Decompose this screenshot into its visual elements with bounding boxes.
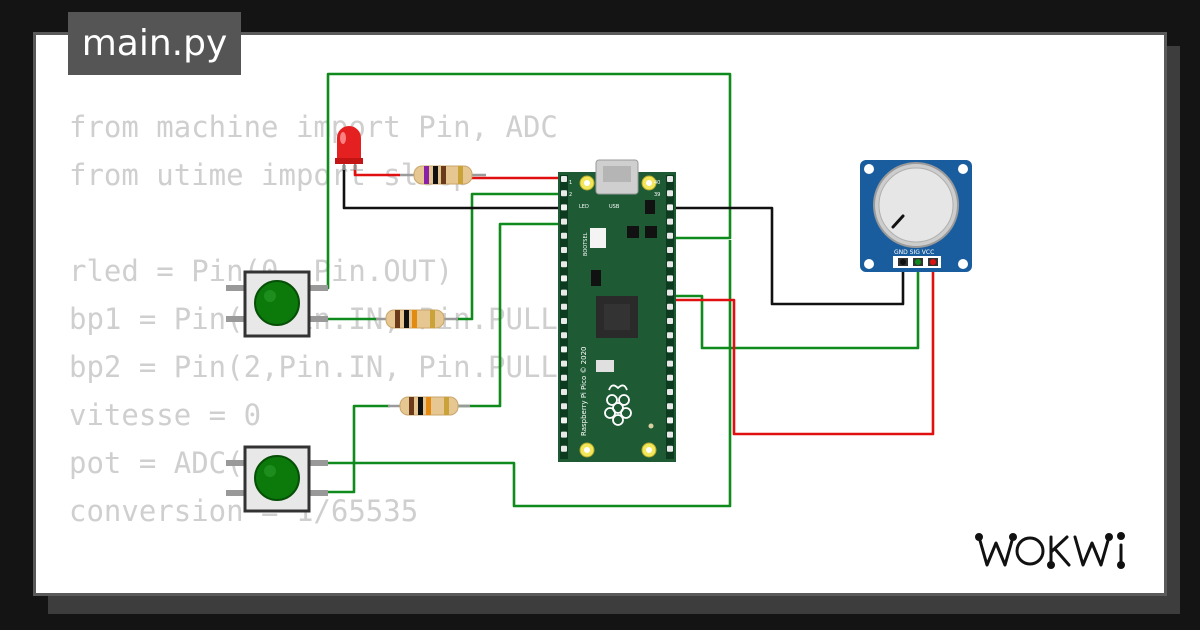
pico-pin-pad <box>561 204 567 211</box>
red-led[interactable] <box>335 126 363 170</box>
wire-3v3-vcc <box>668 262 935 436</box>
pico-pin-pad <box>667 403 673 410</box>
pico-pin-pad <box>561 346 567 353</box>
pico-silkscreen: Raspberry Pi Pico © 2020 <box>580 347 588 437</box>
pico-pin-pad <box>561 445 567 452</box>
pico-pin-pad <box>667 232 673 239</box>
wire-led-res <box>353 165 400 177</box>
pico-pin39-label: 39 <box>654 192 660 198</box>
pico-pin-pad <box>667 346 673 353</box>
pico-pin-pad <box>561 318 567 324</box>
pico-pin-pad <box>561 218 567 225</box>
code-line-11: while True: <box>69 583 663 593</box>
pico-pin1-label: 1 <box>569 180 572 186</box>
pico-pin-pad <box>667 176 673 182</box>
pico-pin-pad <box>561 431 567 438</box>
pico-pin-pad <box>561 332 567 339</box>
pico-pin-pad <box>561 275 567 282</box>
pico-pin-pad <box>667 417 673 424</box>
pico-pin-pad <box>667 445 673 452</box>
pico-pin-pad <box>561 247 567 253</box>
pot-knob-indicator <box>891 214 905 229</box>
pico-pin2-label: 2 <box>569 192 572 198</box>
raspberry-pi-pico[interactable]: 1 2 40 39 LED USB BOOTSEL Raspberry Pi P… <box>558 159 676 462</box>
raspberry-logo-icon <box>604 384 632 426</box>
file-tab-main-py[interactable]: main.py <box>68 12 241 75</box>
pico-bootsel-label: BOOTSEL <box>583 232 589 256</box>
pico-led-label: LED <box>579 204 589 210</box>
pot-pin-labels: GND SIG VCC <box>894 249 934 256</box>
pico-pin-pad <box>667 190 673 197</box>
pico-pin-pad <box>667 204 673 211</box>
pico-pin-pad <box>561 417 567 424</box>
pico-pin-pad <box>667 303 673 310</box>
pico-pin-pad <box>561 289 567 296</box>
pico-pin-pad <box>667 389 673 395</box>
pico-pin-pad <box>667 275 673 282</box>
pico-pin-pad <box>561 261 567 268</box>
wire-adc-sig <box>668 262 920 350</box>
code-line-1: from machine import Pin, ADC <box>69 110 558 144</box>
pico-pin-dots <box>561 176 673 452</box>
pushbutton-2[interactable] <box>226 445 328 513</box>
pico-pin-pad <box>561 389 567 395</box>
wire-gnd-pot <box>668 206 905 306</box>
wire-button2-bottom <box>318 240 732 508</box>
wire-led-gnd <box>342 165 568 210</box>
pico-pin-pad <box>667 332 673 339</box>
wire-res1-pin <box>456 192 568 321</box>
pico-pin-pad <box>667 374 673 381</box>
pico-pin-pad <box>667 431 673 438</box>
code-line-7: vitesse = 0 <box>69 398 262 432</box>
pico-pin-pad <box>561 303 567 310</box>
pico-pin-pad <box>667 318 673 324</box>
wokwi-logo <box>975 532 1125 569</box>
pico-pins <box>560 175 674 459</box>
pushbutton-1[interactable] <box>226 270 328 338</box>
wire-res2-pin <box>458 222 568 408</box>
pico-pin-pad <box>667 360 673 367</box>
pico-pin-pad <box>561 403 567 410</box>
resistor-button2[interactable] <box>388 396 470 416</box>
resistor-button1[interactable] <box>376 309 458 329</box>
pico-pin-pad <box>561 190 567 197</box>
resistor-led[interactable] <box>400 165 486 185</box>
pico-pin-pad <box>667 218 673 225</box>
pico-pin-pad <box>561 176 567 182</box>
pico-pin-pad <box>667 289 673 296</box>
pico-pin-pad <box>561 360 567 367</box>
pico-pin-pad <box>667 247 673 253</box>
wire-button2-res2 <box>318 404 390 494</box>
pico-pin-pad <box>561 232 567 239</box>
pico-pin40-label: 40 <box>654 180 660 186</box>
pico-pin-pad <box>667 261 673 268</box>
potentiometer[interactable]: GND SIG VCC <box>860 160 972 272</box>
pico-pin-pad <box>561 374 567 381</box>
pico-usb-label: USB <box>609 204 620 210</box>
